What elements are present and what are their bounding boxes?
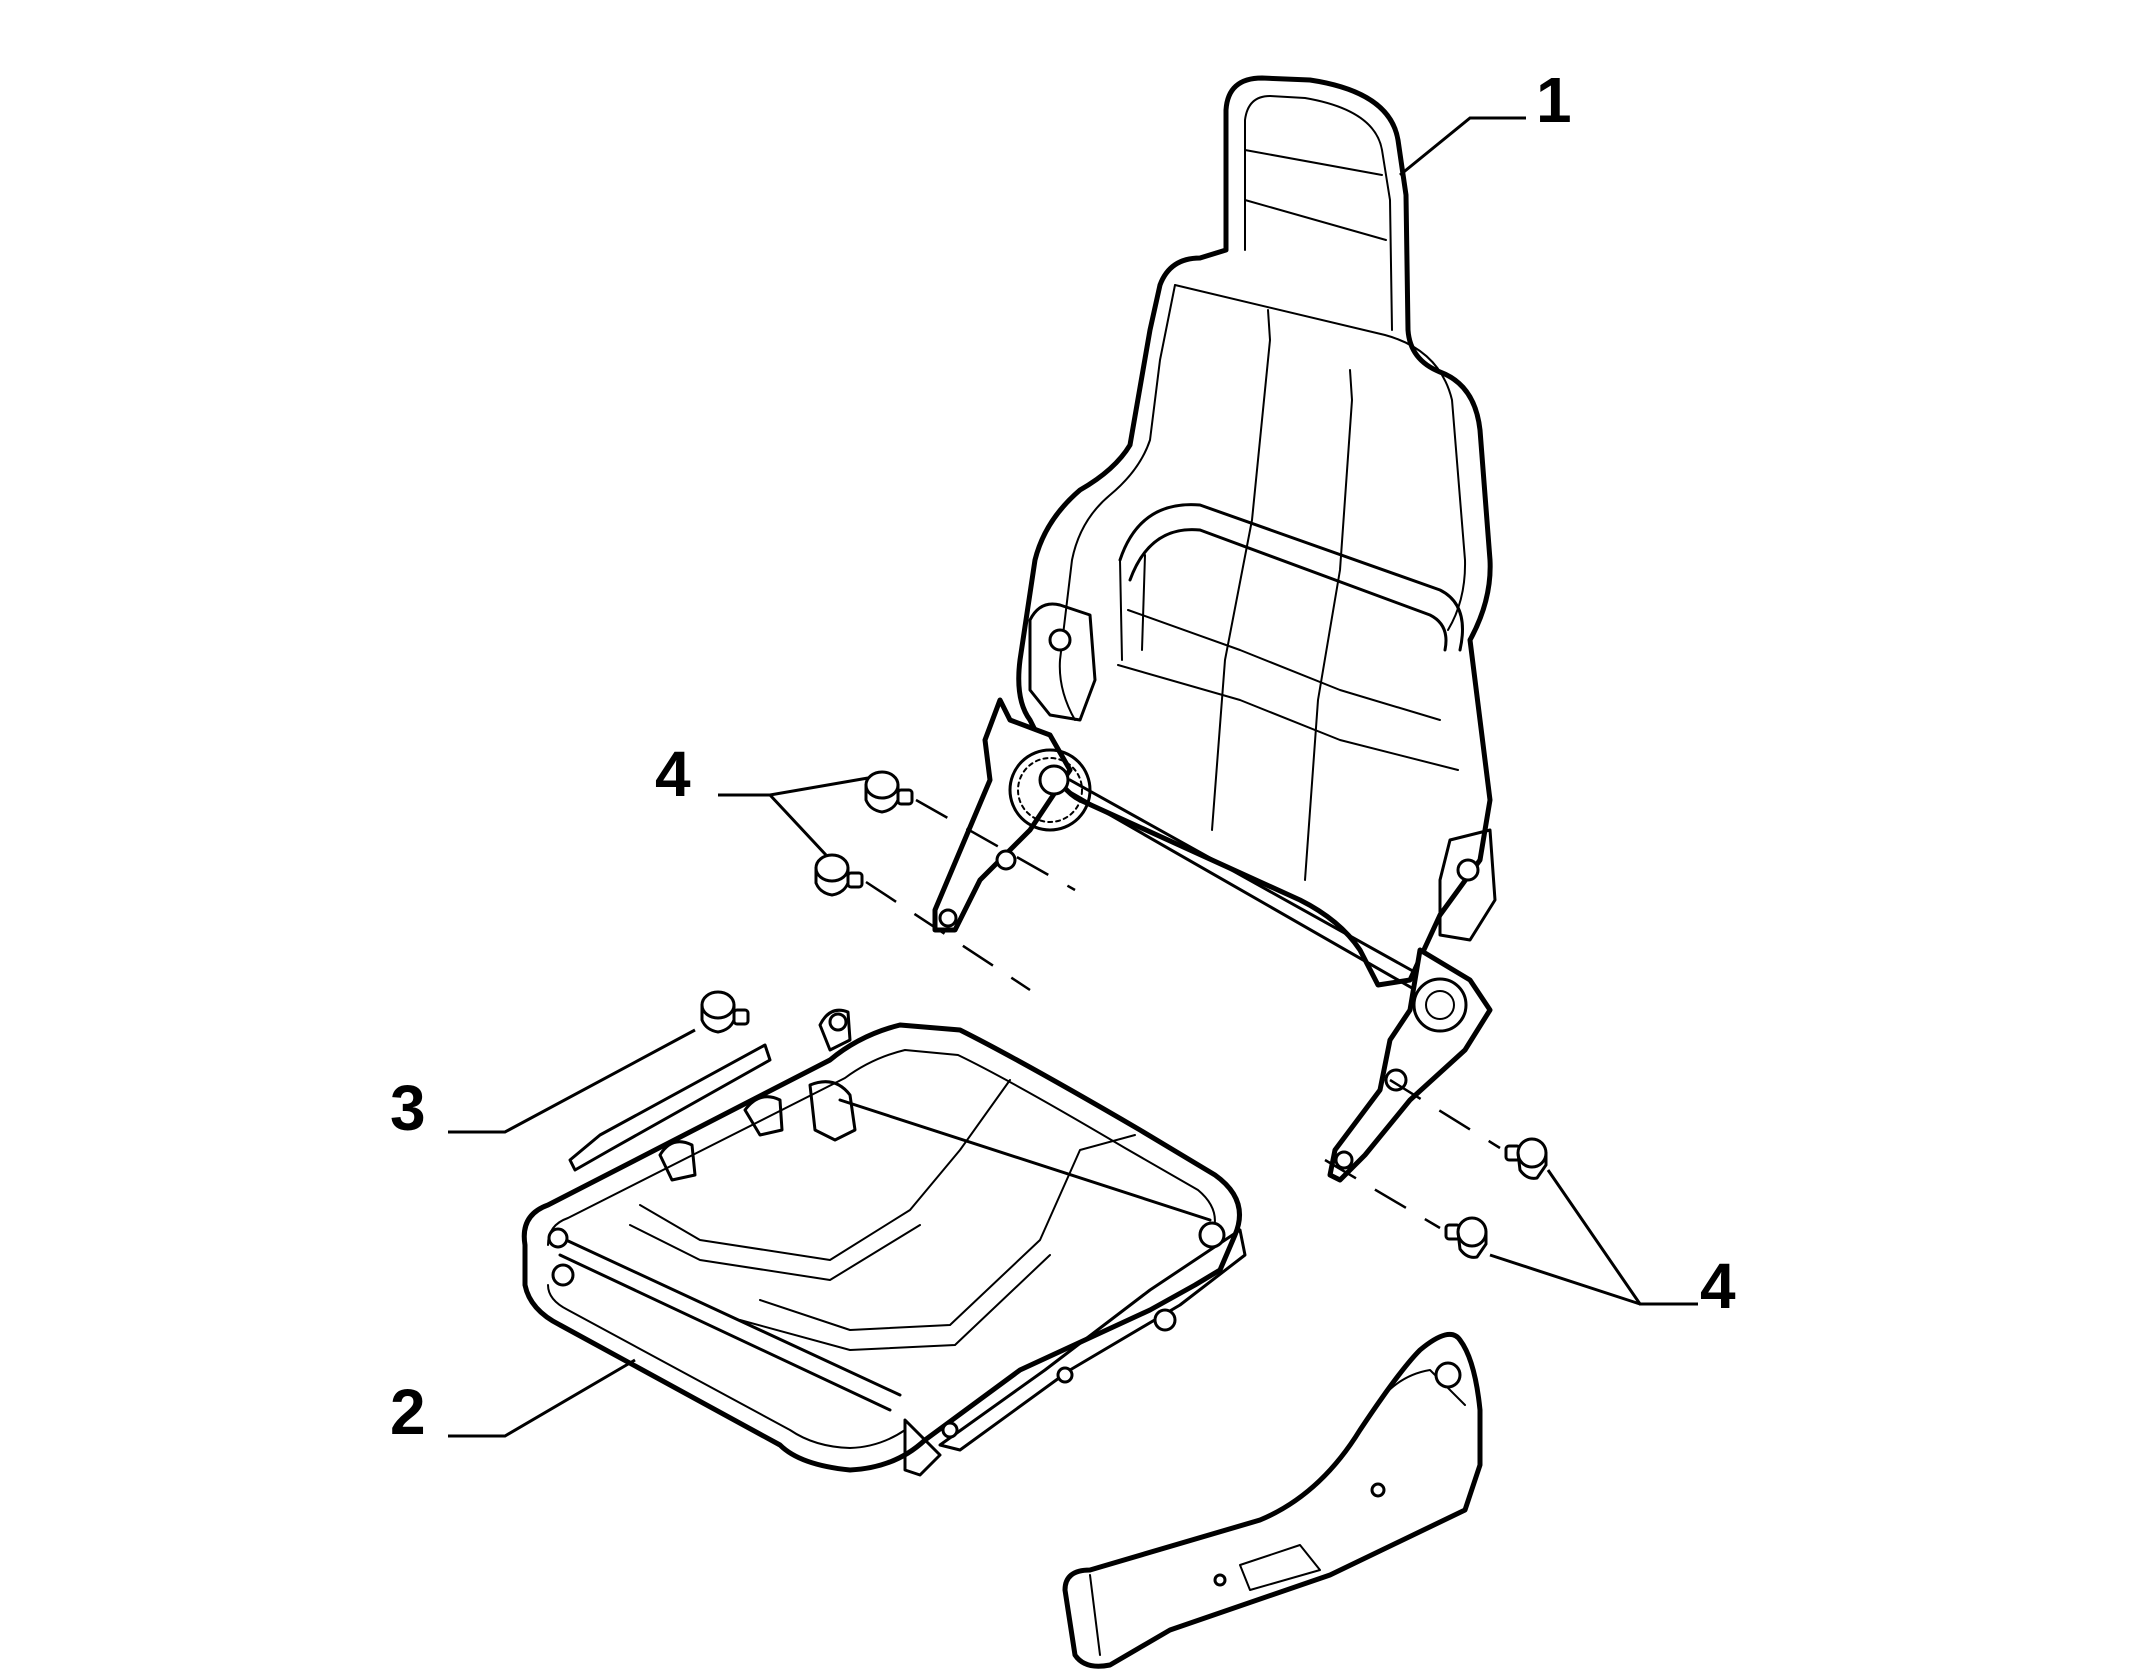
callout-2: 2 bbox=[390, 1376, 426, 1448]
callout-3: 3 bbox=[390, 1072, 426, 1144]
assembly-lines bbox=[865, 798, 1501, 1230]
seat-back-frame bbox=[932, 75, 1497, 1183]
bolt-left-lower bbox=[814, 853, 864, 897]
recliner-gear bbox=[1008, 748, 1092, 832]
callout-1: 1 bbox=[1536, 64, 1572, 136]
callout-4-left: 4 bbox=[655, 738, 691, 810]
bolt-right-lower bbox=[1444, 1216, 1488, 1259]
bolts bbox=[700, 770, 1548, 1259]
bolt-left-upper bbox=[864, 770, 914, 814]
bolt-cushion bbox=[700, 990, 750, 1034]
leader-lines bbox=[448, 116, 1698, 1438]
bolt-right-upper bbox=[1504, 1137, 1548, 1180]
seat-cushion-frame bbox=[521, 1008, 1247, 1477]
left-pivot bbox=[1038, 764, 1070, 796]
seat-side-cover bbox=[1062, 1331, 1483, 1669]
callout-4-right: 4 bbox=[1700, 1250, 1736, 1322]
right-recliner-disc bbox=[1412, 977, 1468, 1033]
